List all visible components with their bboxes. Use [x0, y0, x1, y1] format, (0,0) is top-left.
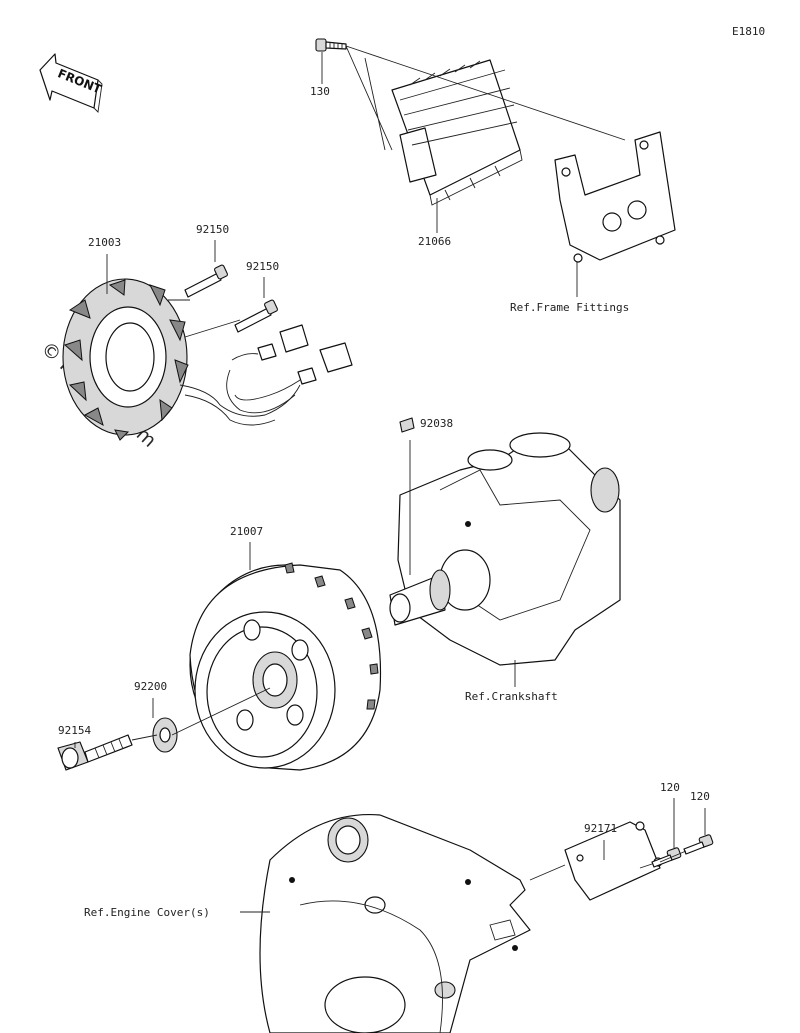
- bolt-92150-upper[interactable]: [184, 264, 228, 298]
- label-21003[interactable]: 21003: [88, 236, 121, 249]
- label-92038[interactable]: 92038: [420, 417, 453, 430]
- label-ref-cover[interactable]: Ref.Engine Cover(s): [84, 906, 210, 919]
- label-92150-a[interactable]: 92150: [196, 223, 229, 236]
- diagram-code: E1810: [732, 25, 765, 38]
- rotor-21007[interactable]: [189, 562, 382, 771]
- engine-cover: [259, 813, 531, 1033]
- bolt-120-upper[interactable]: [651, 847, 682, 868]
- label-21066[interactable]: 21066: [418, 235, 451, 248]
- front-arrow-icon: FRONT: [39, 53, 104, 113]
- label-92171[interactable]: 92171: [584, 822, 617, 835]
- label-92150-b[interactable]: 92150: [246, 260, 279, 273]
- label-ref-crank[interactable]: Ref.Crankshaft: [465, 690, 558, 703]
- label-ref-frame[interactable]: Ref.Frame Fittings: [510, 301, 629, 314]
- crankshaft: [389, 432, 621, 666]
- label-92154[interactable]: 92154: [58, 724, 91, 737]
- bolt-92154[interactable]: [57, 734, 133, 771]
- washer-92200[interactable]: [152, 717, 178, 753]
- bolt-92150-lower[interactable]: [234, 299, 278, 333]
- label-130[interactable]: 130: [310, 85, 330, 98]
- label-120-a[interactable]: 120: [660, 781, 680, 794]
- regulator-21066[interactable]: [391, 59, 523, 206]
- bolt-120-lower[interactable]: [683, 834, 714, 855]
- label-120-b[interactable]: 120: [690, 790, 710, 803]
- stator-connector-b: [297, 342, 353, 385]
- frame-bracket: [554, 131, 676, 263]
- stator-21003[interactable]: [62, 278, 301, 441]
- label-21007[interactable]: 21007: [230, 525, 263, 538]
- label-92200[interactable]: 92200: [134, 680, 167, 693]
- key-92038[interactable]: [399, 417, 415, 433]
- bolt-130[interactable]: [315, 38, 347, 52]
- stator-connector-a: [257, 324, 309, 361]
